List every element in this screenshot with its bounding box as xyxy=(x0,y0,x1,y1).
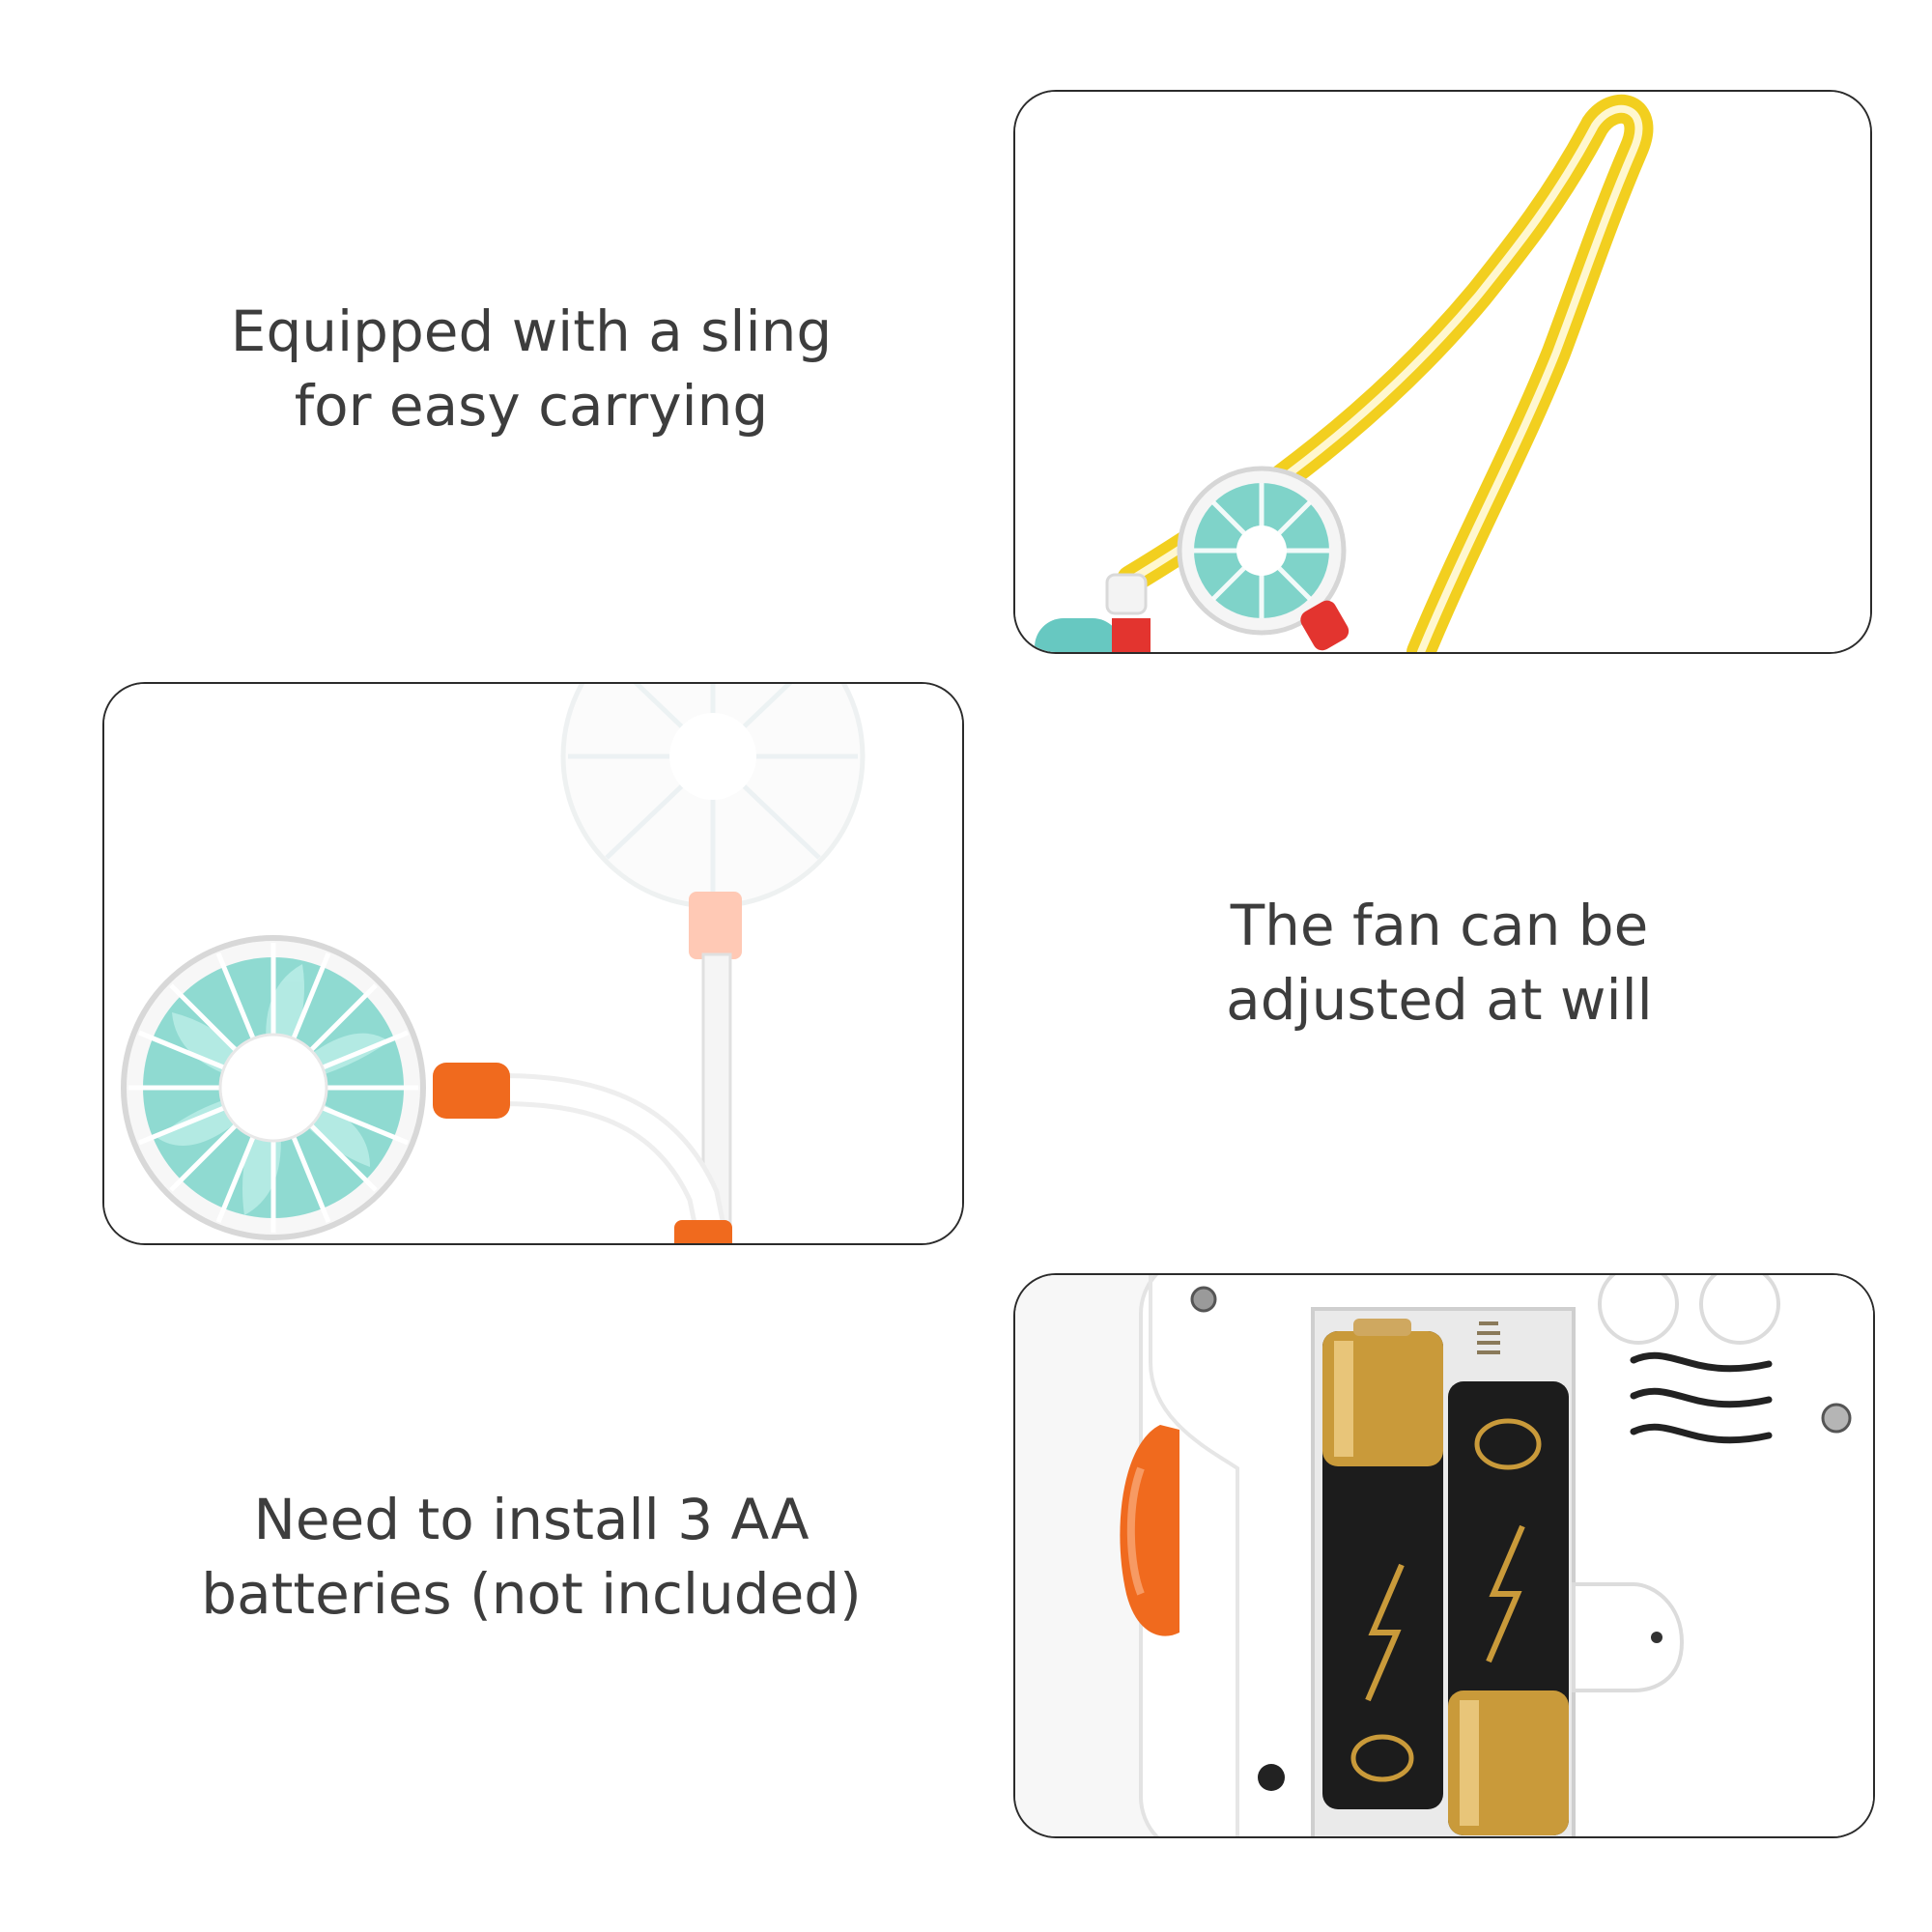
caption-batteries-line-2: batteries (not included) xyxy=(201,1561,862,1627)
caption-batteries: Need to install 3 AA batteries (not incl… xyxy=(145,1483,918,1632)
sling-fan-head xyxy=(1177,466,1350,651)
adjustable-fan-photo-panel xyxy=(102,682,964,1245)
caption-adjustable: The fan can be adjusted at will xyxy=(1053,889,1826,1037)
caption-sling-line-1: Equipped with a sling xyxy=(230,298,833,364)
neck-fan-with-sling-icon xyxy=(1015,92,1870,652)
caption-adjustable-line-2: adjusted at will xyxy=(1226,967,1653,1033)
caption-adjustable-line-1: The fan can be xyxy=(1230,893,1649,958)
flexible-neck-fan-icon xyxy=(104,684,962,1243)
battery-compartment-icon xyxy=(1015,1275,1873,1836)
caption-sling-line-2: for easy carrying xyxy=(294,373,769,439)
faded-upright-fan xyxy=(560,684,866,909)
aa-battery xyxy=(1448,1381,1569,1835)
caption-sling: Equipped with a sling for easy carrying xyxy=(145,295,918,443)
caption-batteries-line-1: Need to install 3 AA xyxy=(253,1487,810,1552)
sling-photo-panel xyxy=(1013,90,1872,654)
sling-strap xyxy=(1117,94,1654,652)
main-fan-head xyxy=(121,935,426,1240)
aa-battery xyxy=(1322,1319,1443,1809)
battery-photo-panel xyxy=(1013,1273,1875,1838)
